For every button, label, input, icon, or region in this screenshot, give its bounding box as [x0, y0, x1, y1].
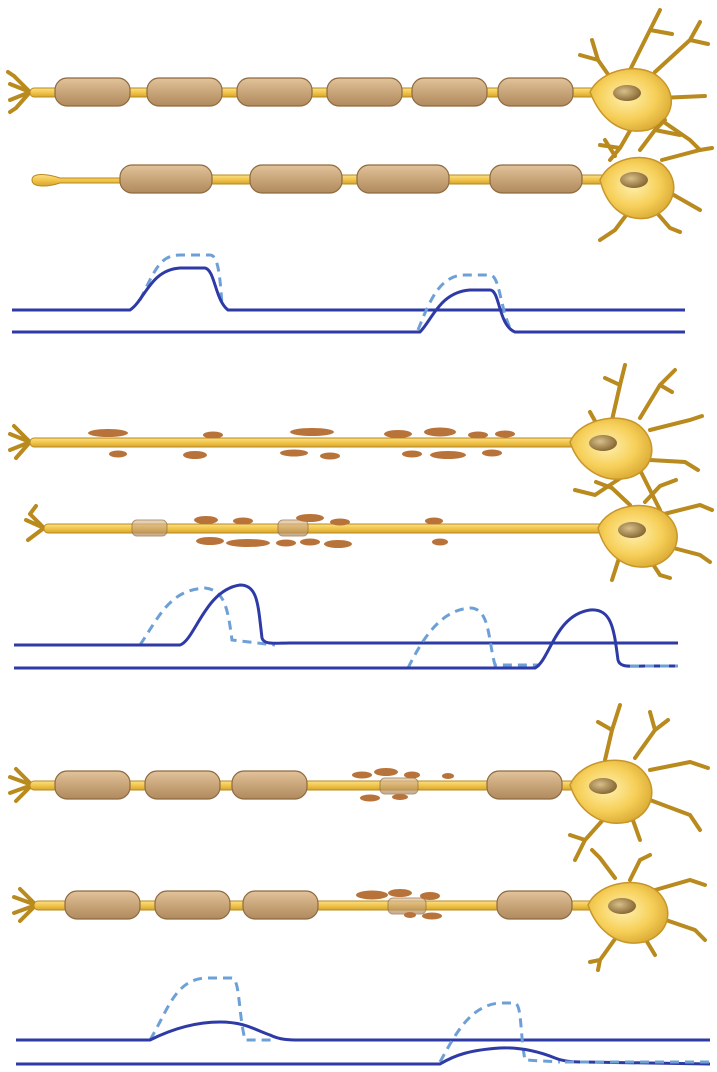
myelin-sheath-remnant: [380, 778, 418, 794]
nucleus: [613, 85, 641, 101]
demyelinated-neuron-2: [26, 480, 712, 580]
panel-demyelinated: [10, 365, 712, 668]
trace-solid-2: [14, 610, 678, 668]
axon: [30, 438, 605, 447]
focal-lesion-neuron-2: [14, 850, 705, 970]
myelinated-neuron-2: [32, 120, 712, 240]
action-potential-trace-icon: [12, 255, 685, 332]
action-potential-trace-icon: [16, 978, 710, 1064]
trace-solid-1: [16, 1022, 710, 1040]
myelinated-neuron-1: [8, 10, 708, 160]
demyelinated-neuron-1: [10, 365, 702, 510]
nucleus: [589, 435, 617, 451]
trace-dashed-1: [140, 255, 222, 305]
neuron-cell-body-icon: [600, 158, 674, 219]
trace-solid-2: [16, 1048, 710, 1064]
trace-dashed-2: [408, 608, 540, 668]
nucleus: [618, 522, 646, 538]
action-potential-trace-icon: [14, 585, 678, 668]
trace-solid-1: [12, 268, 685, 310]
nucleus: [608, 898, 636, 914]
myelin-sheath-remnant: [388, 898, 426, 914]
axon: [44, 524, 614, 533]
focal-lesion-neuron-1: [10, 705, 708, 860]
panel-focal: [10, 705, 710, 1064]
axon-terminal-bulb: [32, 175, 130, 187]
axon-terminal-icon: [26, 506, 62, 540]
nucleus: [620, 172, 648, 188]
nucleus: [589, 778, 617, 794]
panel-normal: [8, 10, 712, 332]
